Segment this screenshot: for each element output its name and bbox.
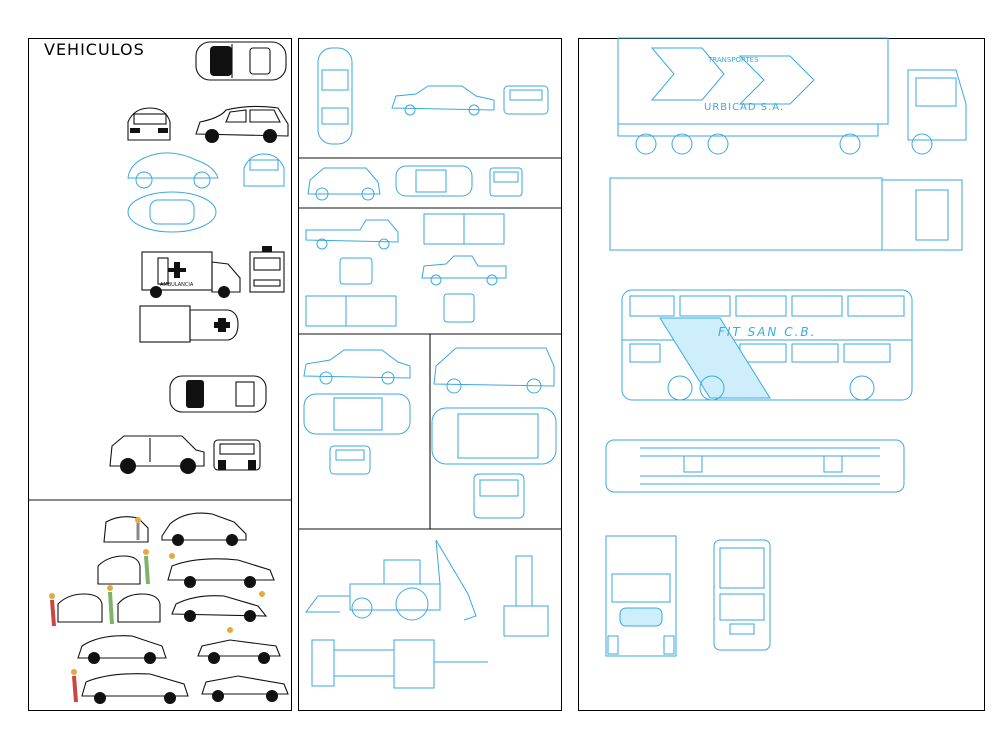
car-top-view-mid (317, 47, 353, 145)
pickup-side-view-1 (305, 219, 399, 250)
truck-brand-small: TRANSPORTES (707, 56, 759, 64)
hatchback-side-view-mid (307, 167, 381, 201)
ambulance-label: AMBULANCIA (160, 282, 194, 288)
sedan-side-view-3 (77, 635, 167, 664)
minivan-side-view (433, 347, 555, 394)
ambulance-front-view (249, 246, 285, 293)
suv-side-view (109, 435, 205, 474)
car-top-view-1 (195, 41, 287, 81)
bus-top-view (605, 439, 905, 493)
bus-livery: FIT SAN C.B. (718, 325, 816, 339)
sedan-side-view-mid (391, 85, 495, 116)
sedan-side-view-1 (161, 512, 247, 546)
semi-truck-side-view: TRANSPORTES URBICAD S.A. (617, 37, 967, 155)
left-sheet (28, 38, 292, 711)
sedan-top-view-mid-2 (303, 393, 411, 435)
pickup-side-view-2 (421, 255, 507, 286)
ambulance-top-view (139, 305, 239, 343)
ambulance-side-view: AMBULANCIA (141, 251, 241, 298)
backhoe-loader-top-view (311, 639, 488, 689)
sedan-front-view-mid (503, 85, 549, 115)
minivan-front-view (473, 473, 525, 519)
beetle-side-view (127, 152, 219, 189)
truck-brand-main: URBICAD S.A. (704, 102, 784, 113)
backhoe-loader-front-view (503, 555, 549, 637)
sedan-front-view-mid-2 (329, 445, 371, 475)
hatchback-top-view-mid (395, 165, 473, 197)
sheet-title: VEHICULOS (44, 40, 145, 59)
pickup-front-view-2 (443, 293, 475, 323)
pickup-front-view-1 (339, 257, 373, 285)
sedan-side-view-2 (171, 591, 268, 622)
car-front-view-1 (127, 107, 171, 141)
bus-front-view (713, 539, 771, 651)
coupe-side-view-1 (167, 553, 275, 588)
middle-sheet (298, 38, 562, 711)
box-truck-front-view (605, 535, 677, 657)
beetle-front-view (243, 153, 285, 187)
semi-truck-top-view (609, 177, 963, 251)
people-car-scene-2 (97, 549, 150, 585)
double-decker-bus-side-view: FIT SAN C.B. (621, 289, 913, 401)
convertible-side-view-1 (197, 627, 281, 664)
sedan-side-view-mid-2 (303, 349, 411, 385)
people-car-scene-3 (49, 585, 161, 627)
suv-front-view (213, 439, 261, 471)
hatchback-front-view-mid (489, 167, 523, 197)
backhoe-loader-side-view (305, 539, 477, 621)
car-side-view-1 (195, 105, 289, 143)
pickup-top-view-2 (305, 295, 397, 327)
people-car-scene-1 (103, 516, 149, 543)
pickup-top-view-1 (423, 213, 505, 245)
beetle-top-view (127, 191, 217, 233)
minivan-top-view (431, 407, 557, 465)
convertible-side-view-2 (201, 675, 289, 702)
wagon-top-view (169, 375, 267, 413)
limousine-side-view (71, 669, 189, 704)
